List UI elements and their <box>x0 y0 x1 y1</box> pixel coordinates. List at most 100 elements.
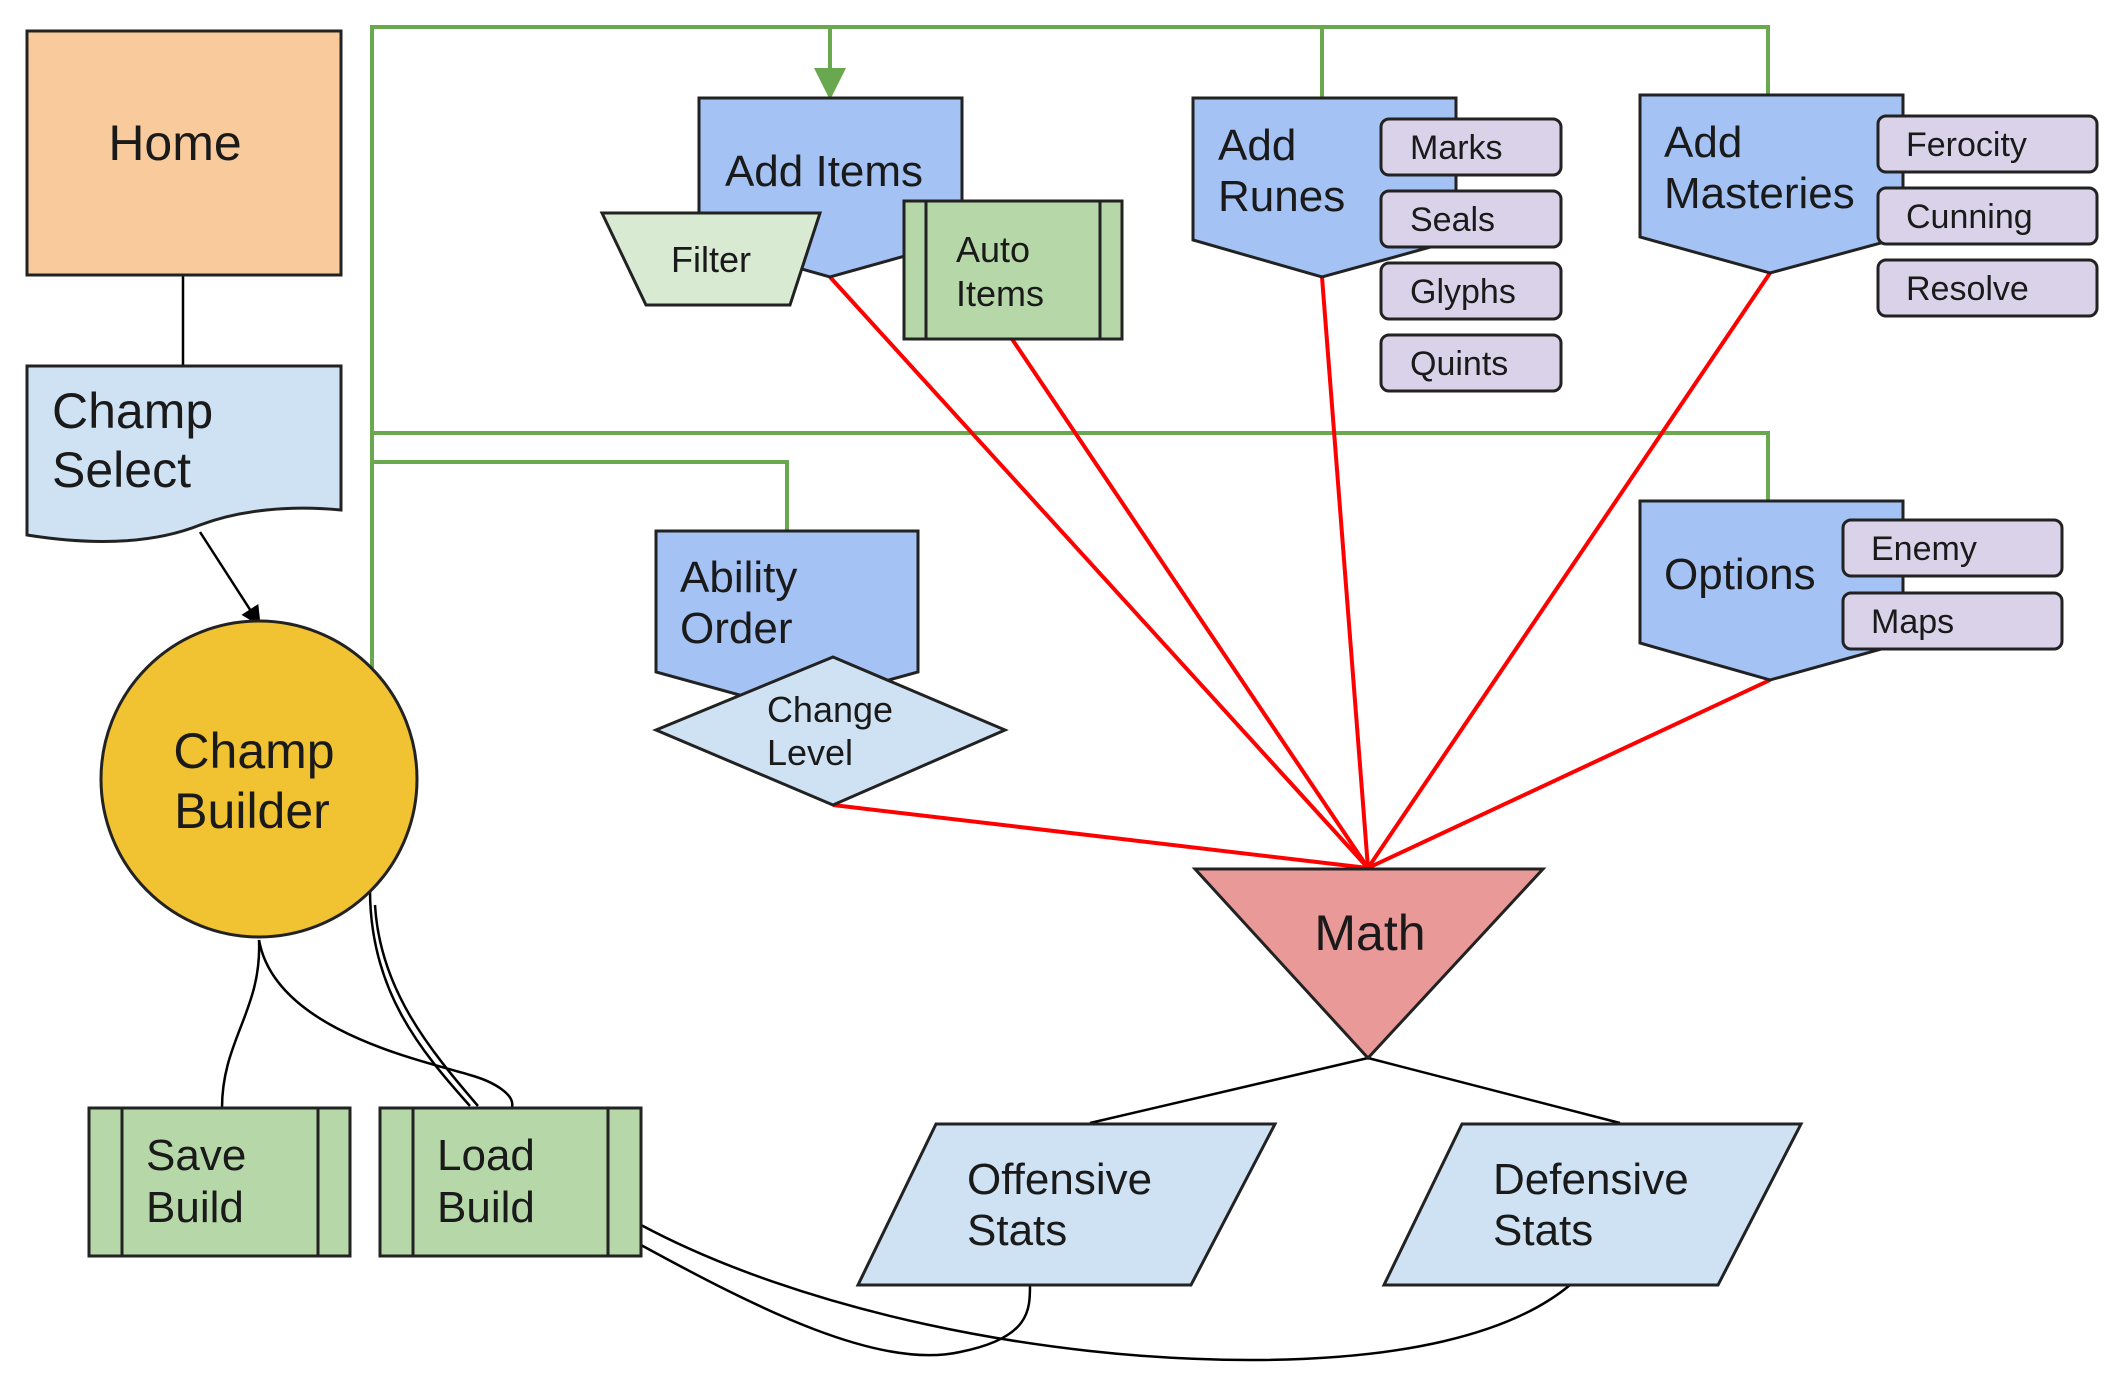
defensive-stats-label-line1: Defensive <box>1493 1155 1689 1204</box>
champ-builder-label-line2: Builder <box>174 783 330 839</box>
champ-select-node[interactable]: Champ Select <box>25 364 343 544</box>
load-build-to-offensive-stats <box>640 1243 1032 1357</box>
champ-builder-shape <box>99 619 419 939</box>
math-to-offensive-stats <box>1089 1056 1369 1125</box>
calc-options-to-math <box>1367 678 1771 870</box>
champ-select-shape <box>25 364 343 544</box>
home-shape <box>25 29 343 277</box>
add-masteries-shape <box>1638 93 1905 275</box>
option-enemy-box <box>1841 518 2064 578</box>
calc-add-items-to-math <box>828 275 1370 870</box>
offensive-stats-label-line2: Stats <box>967 1206 1067 1255</box>
defensive-stats-shape <box>1381 1122 1804 1287</box>
change-level-node[interactable]: Change Level <box>652 655 1009 807</box>
rune-option-quints-box <box>1379 333 1563 393</box>
math-node[interactable]: Math <box>1191 867 1547 1061</box>
home-label: Home <box>108 115 241 171</box>
save-build-label-line2: Build <box>146 1183 244 1232</box>
load-build-label-line1: Load <box>437 1131 535 1180</box>
filter-shape <box>599 211 823 307</box>
rune-option-seals-box <box>1379 189 1563 249</box>
options-label: Options <box>1664 550 1816 599</box>
option-maps-label: Maps <box>1871 603 1954 641</box>
rune-option-quints-label: Quints <box>1410 345 1508 383</box>
add-runes-label-line2: Runes <box>1218 172 1345 221</box>
mastery-option-cunning-box <box>1876 186 2099 246</box>
rune-option-glyphs[interactable]: Glyphs <box>1379 261 1563 321</box>
auto-items-label-line1: Auto <box>956 229 1030 270</box>
champ-builder-node[interactable]: Champ Builder <box>99 619 419 939</box>
add-items-label: Add Items <box>725 147 923 196</box>
rune-option-glyphs-box <box>1379 261 1563 321</box>
champ-builder-to-load-build-a <box>257 939 514 1108</box>
auto-items-shape <box>902 199 1124 341</box>
rune-option-quints[interactable]: Quints <box>1379 333 1563 393</box>
nav-bus-top <box>370 25 1770 668</box>
calc-auto-items-to-math <box>1010 337 1370 870</box>
add-masteries-label-line2: Masteries <box>1664 169 1855 218</box>
nav-to-options <box>372 431 1770 500</box>
mastery-option-cunning[interactable]: Cunning <box>1876 186 2099 246</box>
rune-option-marks-box <box>1379 117 1563 177</box>
mastery-option-resolve-box <box>1876 258 2099 318</box>
flow-connectors <box>181 275 1621 1362</box>
offensive-stats-label-line1: Offensive <box>967 1155 1152 1204</box>
option-enemy-label: Enemy <box>1871 530 1977 568</box>
change-level-label-line2: Level <box>767 732 853 773</box>
rune-option-marks-label: Marks <box>1410 129 1503 167</box>
option-maps-box <box>1841 591 2064 651</box>
mastery-options: Ferocity Cunning Resolve <box>1876 114 2099 318</box>
save-build-shape <box>87 1106 352 1258</box>
option-enemy[interactable]: Enemy <box>1841 518 2064 578</box>
defensive-stats-label-line2: Stats <box>1493 1206 1593 1255</box>
defensive-stats-node[interactable]: Defensive Stats <box>1381 1122 1804 1287</box>
auto-items-label-line2: Items <box>956 273 1044 314</box>
add-runes-label-line1: Add <box>1218 121 1296 170</box>
filter-label: Filter <box>671 239 751 280</box>
champ-builder-to-save-build <box>220 939 261 1109</box>
mastery-option-resolve[interactable]: Resolve <box>1876 258 2099 318</box>
save-build-node[interactable]: Save Build <box>87 1106 352 1258</box>
home-node[interactable]: Home <box>25 29 343 277</box>
champ-select-label-line2: Select <box>52 442 191 498</box>
offensive-stats-shape <box>855 1122 1278 1287</box>
options-node[interactable]: Options <box>1638 499 1905 682</box>
mastery-option-cunning-label: Cunning <box>1906 198 2033 236</box>
mastery-option-ferocity-box <box>1876 114 2099 174</box>
options-sub-options: Enemy Maps <box>1841 518 2064 651</box>
calc-add-runes-to-math <box>1320 276 1370 869</box>
filter-node[interactable]: Filter <box>599 211 823 307</box>
load-build-to-defensive-stats <box>640 1223 1571 1362</box>
change-level-label-line1: Change <box>767 689 893 730</box>
ability-order-label-line1: Ability <box>680 553 797 602</box>
nav-connectors <box>370 25 1770 668</box>
rune-option-seals[interactable]: Seals <box>1379 189 1563 249</box>
auto-items-node[interactable]: Auto Items <box>902 199 1124 341</box>
add-masteries-node[interactable]: Add Masteries <box>1638 93 1905 275</box>
champ-select-to-champ-builder <box>198 531 261 627</box>
rune-options: Marks Seals Glyphs Quints <box>1379 117 1563 393</box>
rune-option-seals-label: Seals <box>1410 201 1495 239</box>
ability-order-label-line2: Order <box>680 604 792 653</box>
math-to-defensive-stats <box>1367 1056 1621 1125</box>
math-label: Math <box>1314 905 1425 961</box>
mastery-option-ferocity-label: Ferocity <box>1906 126 2027 164</box>
offensive-stats-node[interactable]: Offensive Stats <box>855 1122 1278 1287</box>
save-build-label-line1: Save <box>146 1131 246 1180</box>
calc-connectors <box>828 271 1772 870</box>
champ-builder-to-load-build-c <box>373 904 479 1107</box>
calc-add-masteries-to-math <box>1366 271 1772 870</box>
math-shape <box>1191 867 1547 1061</box>
rune-option-glyphs-label: Glyphs <box>1410 273 1516 311</box>
change-level-shape <box>652 655 1009 807</box>
option-maps[interactable]: Maps <box>1841 591 2064 651</box>
champ-select-label-line1: Champ <box>52 383 213 439</box>
add-masteries-label-line1: Add <box>1664 118 1742 167</box>
load-build-label-line2: Build <box>437 1183 535 1232</box>
load-build-node[interactable]: Load Build <box>378 1106 643 1258</box>
mastery-option-ferocity[interactable]: Ferocity <box>1876 114 2099 174</box>
mastery-option-resolve-label: Resolve <box>1906 270 2029 308</box>
rune-option-marks[interactable]: Marks <box>1379 117 1563 177</box>
nav-to-ability-order <box>372 460 789 530</box>
